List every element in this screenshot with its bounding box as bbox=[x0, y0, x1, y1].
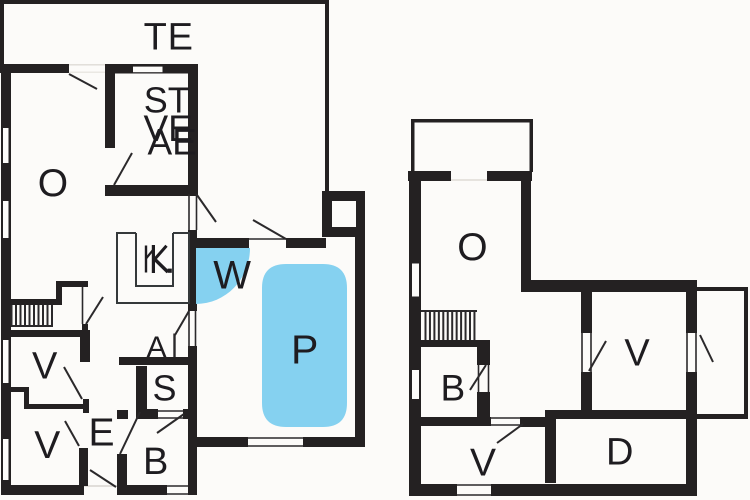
svg-text:D: D bbox=[606, 432, 633, 474]
svg-text:B: B bbox=[143, 441, 168, 483]
svg-text:W: W bbox=[213, 253, 251, 297]
svg-text:E: E bbox=[89, 411, 115, 454]
svg-text:TE: TE bbox=[144, 17, 194, 59]
svg-text:B: B bbox=[441, 368, 466, 409]
svg-text:V: V bbox=[624, 333, 650, 375]
svg-text:O: O bbox=[38, 162, 68, 205]
svg-text:ST: ST bbox=[144, 80, 190, 121]
svg-text:V: V bbox=[470, 441, 496, 484]
svg-text:V: V bbox=[34, 424, 60, 467]
svg-text:S: S bbox=[153, 367, 177, 408]
svg-text:AE: AE bbox=[148, 122, 197, 163]
svg-text:A: A bbox=[147, 331, 167, 364]
svg-text:P: P bbox=[291, 326, 318, 372]
svg-text:O: O bbox=[457, 226, 487, 269]
svg-text:V: V bbox=[32, 345, 58, 387]
svg-text:VE: VE bbox=[144, 108, 193, 149]
